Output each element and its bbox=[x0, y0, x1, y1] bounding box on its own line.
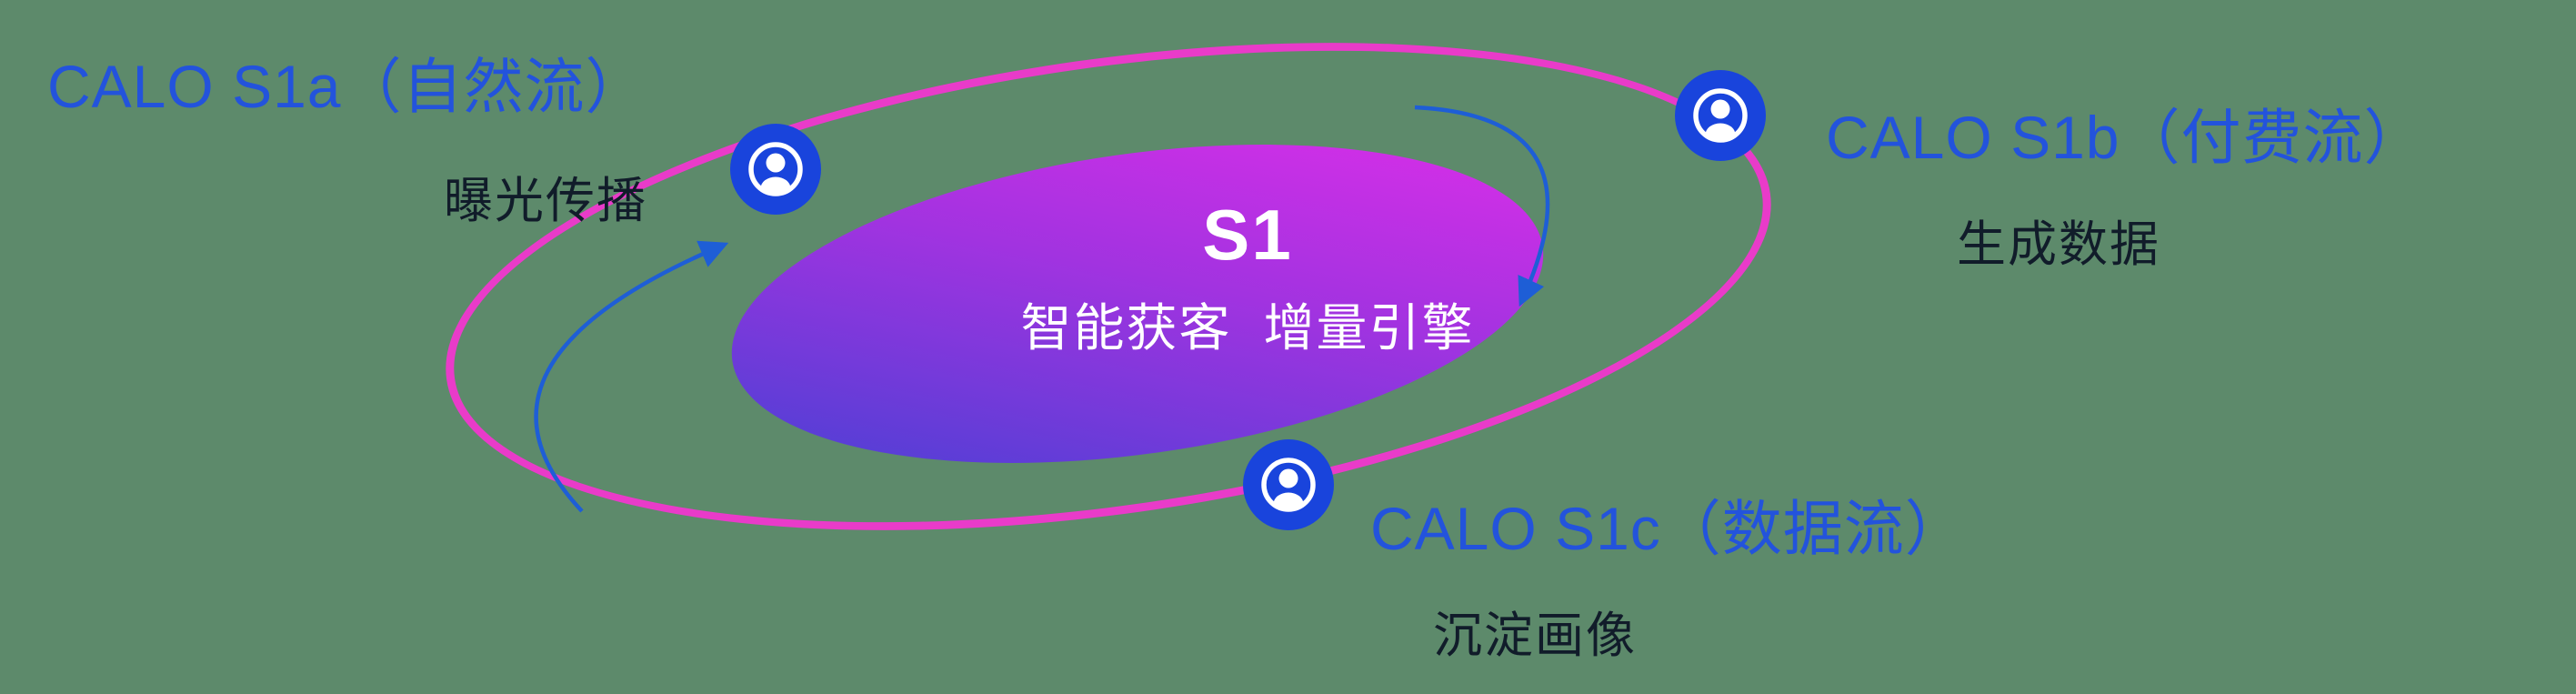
user-circle-icon bbox=[748, 142, 803, 196]
user-circle-icon bbox=[1693, 88, 1748, 143]
node-sublabel-s1a: 曝光传播 bbox=[444, 174, 647, 228]
user-circle-icon bbox=[1261, 458, 1316, 512]
node-label-s1a: CALO S1a（自然流） bbox=[47, 53, 647, 120]
node-label-s1b: CALO S1b（付费流） bbox=[1826, 104, 2425, 171]
node-sublabel-s1c: 沉淀画像 bbox=[1433, 609, 1637, 663]
user-icon-s1a bbox=[730, 124, 821, 215]
user-icon-s1b bbox=[1675, 70, 1766, 161]
core-title: S1 bbox=[1202, 195, 1293, 275]
core-subtitle: 智能获客 增量引擎 bbox=[1020, 298, 1475, 357]
core-text-block: S1 智能获客 增量引擎 bbox=[975, 196, 1520, 361]
node-label-s1c: CALO S1c（数据流） bbox=[1370, 495, 1966, 562]
user-icon-s1c bbox=[1243, 439, 1334, 530]
node-sublabel-s1b: 生成数据 bbox=[1957, 217, 2160, 272]
